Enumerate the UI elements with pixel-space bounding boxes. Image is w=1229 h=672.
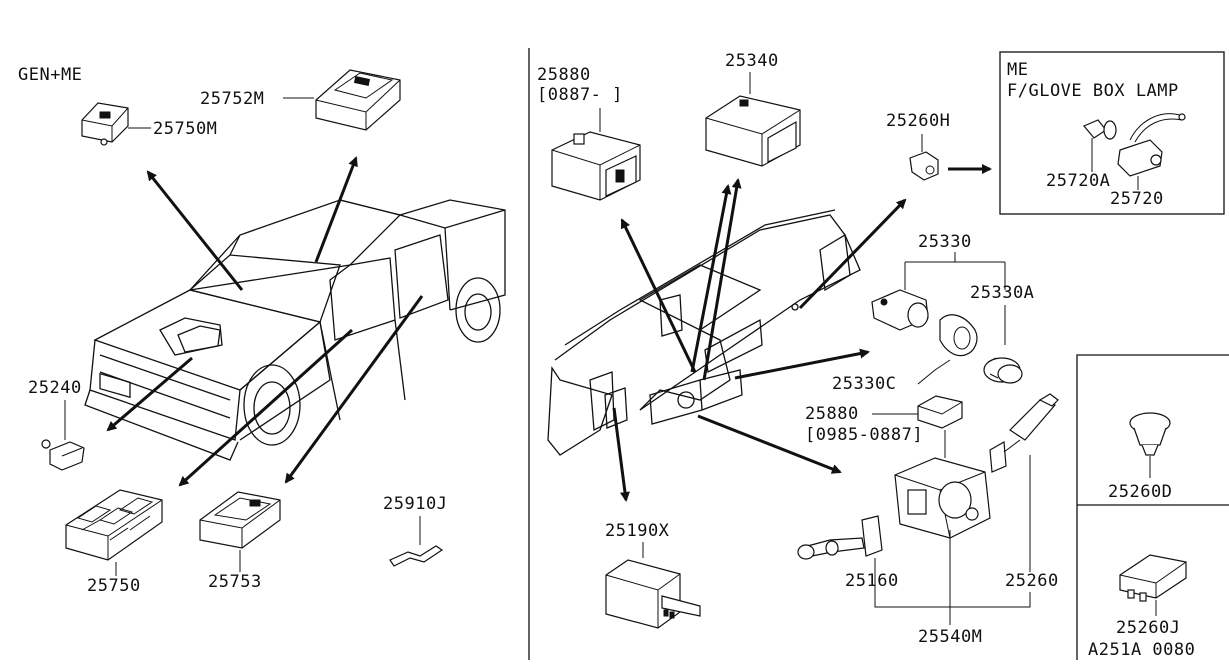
clip-25910J: [389, 545, 444, 567]
leader-25330C: [917, 359, 951, 385]
diagram-code: A251A 0080: [1088, 640, 1195, 660]
switch-25340: [705, 95, 801, 167]
arrow-25340-b: [690, 184, 732, 373]
label-25240: 25240: [28, 378, 82, 398]
arrow-25880-top: [620, 218, 697, 373]
arrow-25540M: [697, 414, 842, 474]
switch-25190X: [605, 559, 701, 629]
lamp-25260H: [909, 151, 939, 181]
label-25720: 25720: [1110, 189, 1164, 209]
label-25880-top-range: [0887- ]: [537, 85, 623, 105]
lighter-25330: [871, 289, 929, 331]
right-inset-frame: [1076, 354, 1229, 660]
arrow-25340-a: [702, 178, 742, 381]
bracket-25540M: [874, 455, 1031, 625]
wiper-switch-25260: [989, 393, 1059, 473]
switch-25750: [65, 489, 163, 561]
label-25880-mid-range: [0985-0887]: [805, 425, 923, 445]
label-25340: 25340: [725, 51, 779, 71]
label-25750M: 25750M: [153, 119, 217, 139]
label-25330A: 25330A: [970, 283, 1034, 303]
label-25160: 25160: [845, 571, 899, 591]
label-25750: 25750: [87, 576, 141, 596]
bulb-25720A: [1083, 119, 1117, 140]
me-glove-box-frame: [999, 51, 1225, 215]
arrow-25750M: [146, 170, 244, 291]
dashboard-illustration: [547, 209, 861, 456]
arrow-25240: [106, 356, 193, 432]
arrow-25260H: [798, 198, 907, 310]
arrow-25753: [284, 295, 424, 484]
label-25720A: 25720A: [1046, 171, 1110, 191]
label-25880-top: 25880: [537, 65, 591, 85]
label-gen-me: GEN+ME: [18, 65, 82, 85]
truck-illustration: [84, 199, 506, 461]
switch-25752M: [315, 69, 401, 131]
knob-25330A: [983, 357, 1023, 384]
switch-25750M: [81, 102, 129, 146]
label-25260: 25260: [1005, 571, 1059, 591]
switch-25753: [199, 491, 281, 549]
label-25752M: 25752M: [200, 89, 264, 109]
turn-signal-switch-25160: [797, 515, 883, 560]
lamp-25260J: [1119, 554, 1187, 602]
sensor-25240: [41, 439, 85, 471]
label-25260H: 25260H: [886, 111, 950, 131]
label-25540M: 25540M: [918, 627, 982, 647]
label-25910J: 25910J: [383, 494, 447, 514]
label-25880-mid: 25880: [805, 404, 859, 424]
arrow-25750: [178, 328, 354, 487]
switch-25880-top: [551, 131, 641, 201]
label-25260J: 25260J: [1116, 618, 1180, 638]
label-25753: 25753: [208, 572, 262, 592]
clip-25260D: [1129, 412, 1171, 456]
combination-switch-25540M: [894, 457, 991, 539]
me-box-title-line2: F/GLOVE BOX LAMP: [1007, 81, 1179, 101]
me-box-title-line1: ME: [1007, 60, 1028, 80]
ring-25330C: [939, 314, 978, 357]
switch-25880-mid: [917, 395, 963, 429]
label-25330: 25330: [918, 232, 972, 252]
label-25190X: 25190X: [605, 521, 670, 541]
arrow-25752M: [314, 156, 358, 263]
bracket-25330: [904, 252, 1006, 290]
label-25260D: 25260D: [1108, 482, 1172, 502]
arrow-25330: [734, 348, 870, 380]
lamp-25720: [1117, 113, 1186, 177]
label-25330C: 25330C: [832, 374, 896, 394]
arrow-25190X: [612, 407, 630, 502]
